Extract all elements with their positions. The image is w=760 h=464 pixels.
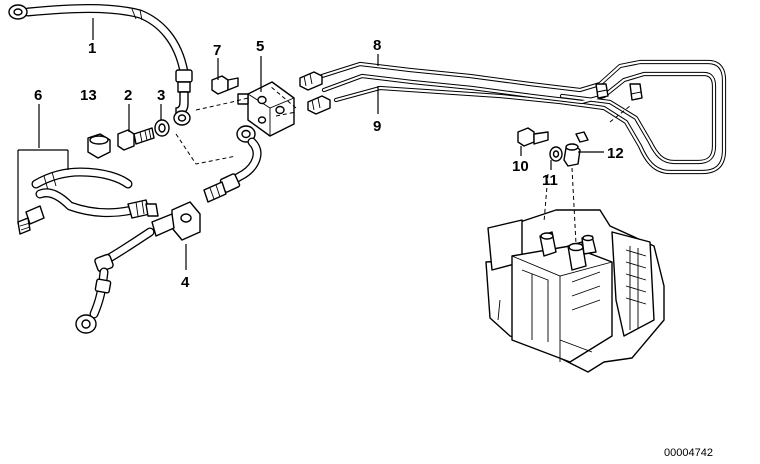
callout-11: 11 [542,172,558,189]
callout-10: 10 [512,158,529,175]
callout-2: 2 [124,87,132,104]
diagram-reference-number: 00004742 [664,447,713,459]
callout-4: 4 [181,274,190,291]
brake-hose-upper [8,4,193,126]
screw-small [211,75,239,95]
junction-bracket [237,81,295,137]
abs-hydraulic-unit [485,209,665,373]
bolt [517,127,549,147]
callout-7: 7 [213,42,221,59]
leader-lines [17,18,604,270]
brake-line-lower [75,125,262,334]
callout-8: 8 [373,37,381,54]
callout-3: 3 [157,87,165,104]
callout-5: 5 [256,38,264,55]
callout-13: 13 [80,87,97,104]
assembly-guide-lines [175,85,631,245]
callout-9: 9 [373,118,381,135]
brake-pipes [299,59,727,175]
callout-6: 6 [34,87,42,104]
sealing-ring [154,119,170,137]
cap-nut [87,133,111,159]
callout-1: 1 [88,40,96,57]
washer [549,146,563,162]
callout-labels: 1 2 3 4 5 6 7 8 9 10 11 12 13 [34,37,624,291]
hollow-bolt [117,127,155,151]
callout-12: 12 [607,145,624,162]
union-fitting [563,131,589,167]
brake-hose-left [17,167,159,235]
